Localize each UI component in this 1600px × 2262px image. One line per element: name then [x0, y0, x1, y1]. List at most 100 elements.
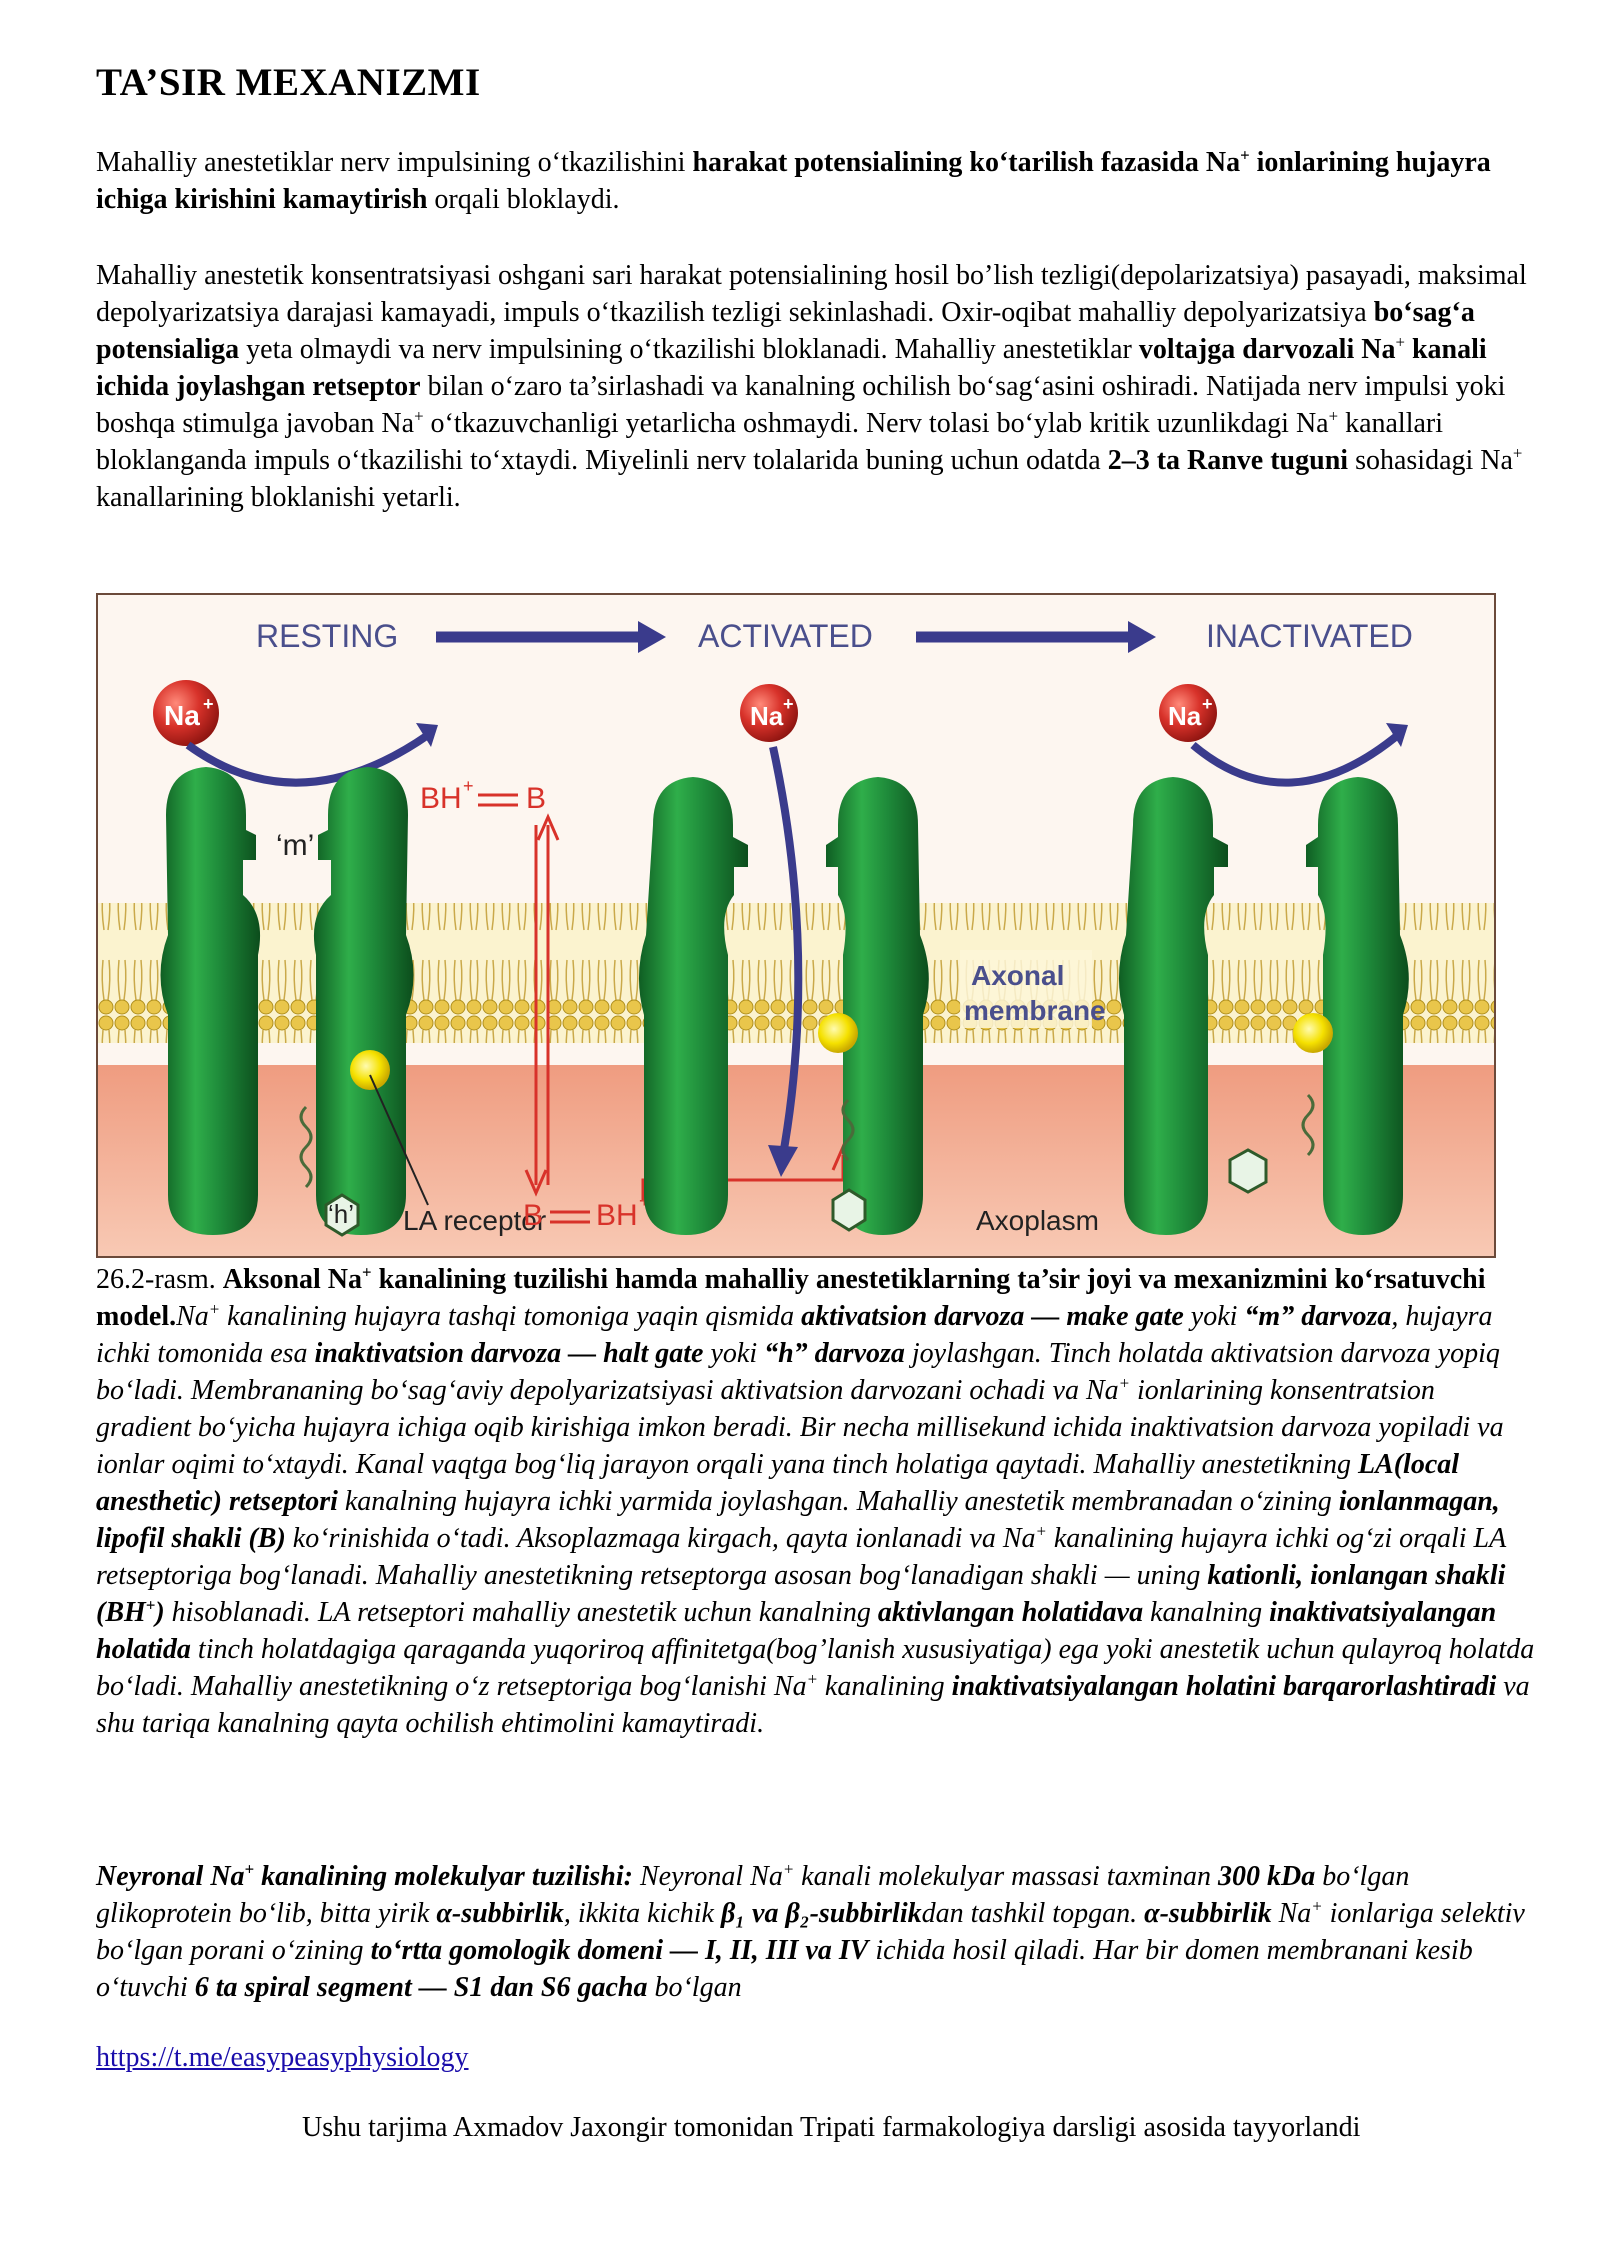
channel-subunit-left — [1118, 777, 1228, 1235]
text-run: kanalining hujayra ichki og‘zi orqali LA… — [96, 1523, 1506, 1591]
arrow-head — [416, 723, 438, 747]
superscript-plus: + — [1512, 443, 1523, 463]
sodium-ion — [740, 684, 798, 742]
stage-label-resting: RESTING — [256, 618, 398, 654]
equilibrium-top — [478, 793, 518, 807]
text-run: Mahalliy anestetik konsentratsiyasi oshg… — [96, 260, 1527, 328]
text-run: bilan o‘zaro ta’sirlashadi va kanalning … — [96, 371, 1506, 439]
bh-bottom-label: BH — [596, 1199, 638, 1232]
diffusion-arrow-down — [524, 1169, 548, 1197]
bold-run: inaktivatsion darvoza — halt gate — [314, 1338, 704, 1369]
text-run: o‘tkazuvchanligi yetarlicha oshmaydi. Ne… — [423, 408, 1329, 439]
bold-run: aktivlangan holatidava — [877, 1597, 1144, 1628]
ion-charge: + — [783, 694, 794, 714]
channel-resting: Na + ‘m’ ‘h’ LA receptor — [153, 680, 546, 1237]
ion-charge: + — [203, 694, 214, 714]
bh-top-charge: + — [463, 776, 474, 796]
channel-diagram: RESTING ACTIVATED INACTIVATED Na + — [98, 595, 1494, 1256]
bold-run: LA(local anesthetic) retseptori — [96, 1449, 1460, 1517]
membrane-label: membrane — [964, 995, 1106, 1026]
h-gate-tether — [1301, 1093, 1315, 1157]
bold-run: ionlarining hujayra ichiga kirishini kam… — [96, 147, 1491, 215]
text-run: bo‘lgan glikoprotein bo‘lib, bitta yirik — [96, 1861, 1410, 1929]
bold-run: kationli, ionlangan shakli (BH — [96, 1560, 1506, 1628]
text-run: dan tashkil topgan. — [921, 1898, 1145, 1929]
superscript-plus: + — [1118, 1373, 1130, 1393]
superscript-plus: + — [244, 1859, 255, 1879]
bold-run: β₁ va β₂-subbirlik — [720, 1898, 922, 1929]
text-run: Neyronal Na — [632, 1861, 783, 1892]
sodium-channel-figure: RESTING ACTIVATED INACTIVATED Na + — [96, 593, 1496, 1258]
superscript-plus: + — [208, 1299, 221, 1319]
bold-run: 300 kDa — [1218, 1861, 1316, 1892]
text-run: yoki — [1183, 1301, 1245, 1332]
bold-run: Neyronal Na — [96, 1861, 245, 1892]
channel-subunit-right — [313, 767, 414, 1235]
arrow-head — [768, 1145, 798, 1177]
figure-caption: 26.2-rasm. Aksonal Na+ kanalining tuzili… — [96, 1261, 1536, 1742]
gate-m-label: ‘m’ — [276, 829, 314, 862]
text-run: kanallarining bloklanishi yetarli. — [96, 482, 461, 513]
paragraph-mechanism-intro: Mahalliy anestetiklar nerv impulsining o… — [96, 144, 1536, 218]
superscript-plus: + — [362, 1262, 372, 1282]
bold-run: “m” darvoza — [1244, 1301, 1392, 1332]
text-run: ionlariga selektiv bo‘lgan porani o‘zini… — [96, 1898, 1525, 1966]
text-run: hisoblanadi. LA retseptori mahalliy anes… — [164, 1597, 878, 1628]
superscript-plus: + — [145, 1595, 156, 1615]
axoplasm-region — [98, 1065, 1494, 1256]
text-run: kanallari bloklanganda impuls o‘tkazilis… — [96, 408, 1444, 476]
bold-run: ) — [155, 1597, 165, 1628]
ion-label: Na — [1168, 701, 1202, 731]
text-run: bo‘lgan — [647, 1972, 742, 2003]
bold-run: kanali ichida joylashgan retseptor — [96, 334, 1487, 402]
superscript-plus: + — [782, 1859, 795, 1879]
text-run: orqali bloklaydi. — [427, 184, 620, 215]
text-run: yeta olmaydi va nerv impulsining o‘tkazi… — [239, 334, 1139, 365]
bh-top-label: BH — [420, 782, 462, 815]
telegram-link[interactable]: https://t.me/easypeasyphysiology — [96, 2042, 469, 2073]
axonal-label: Axonal — [971, 960, 1064, 991]
b-top-label: B — [526, 782, 546, 815]
bold-run: inaktivatsiyalangan holatida — [96, 1597, 1497, 1665]
bold-run: aktivatsion darvoza — make gate — [801, 1301, 1184, 1332]
diffusion-arrow-up — [536, 813, 560, 841]
arrow-head — [1386, 723, 1408, 747]
stage-arrow-2-head — [1128, 621, 1156, 653]
text-run: , hujayra ichki tomonida esa — [96, 1301, 1493, 1369]
ion-influx-arrow — [769, 746, 803, 1156]
bold-run: to‘rtta gomologik domeni — I, II, III va… — [370, 1935, 869, 1966]
text-run: joylashgan. Tinch holatda aktivatsion da… — [96, 1338, 1500, 1406]
page-title: TA’SIR MEXANIZMI — [96, 61, 481, 104]
text-run: tinch holatdagiga qaraganda yuqoriroq af… — [96, 1634, 1535, 1702]
axoplasm-label: Axoplasm — [976, 1205, 1099, 1236]
h-gate-closed — [1228, 1148, 1268, 1194]
text-run: Mahalliy anestetiklar nerv impulsining o… — [96, 147, 693, 178]
superscript-plus: + — [1328, 406, 1339, 426]
h-gate — [324, 1193, 360, 1237]
bold-run: harakat potensialining ko‘tarilish fazas… — [692, 147, 1241, 178]
text-run: ko‘rinishida o‘tadi. Aksoplazmaga kirgac… — [285, 1523, 1036, 1554]
superscript-plus: + — [1395, 332, 1405, 352]
text-run: Na — [176, 1301, 209, 1332]
ion-deflect-arrow — [1190, 731, 1401, 787]
text-run: ichida hosil qiladi. Har bir domen membr… — [96, 1935, 1473, 2003]
bold-run: 2–3 ta Ranve tuguni — [1107, 445, 1349, 476]
stage-label-inactivated: INACTIVATED — [1206, 618, 1413, 654]
la-receptor-site — [350, 1050, 390, 1090]
translation-credit: Ushu tarjima Axmadov Jaxongir tomonidan … — [302, 2112, 1361, 2143]
text-run: , ikkita kichik — [563, 1898, 721, 1929]
h-gate-tether — [841, 1098, 855, 1162]
channel-subunit-left — [160, 767, 261, 1235]
ion-label: Na — [164, 700, 200, 731]
ion-deflect-arrow — [185, 731, 431, 787]
bold-run: inaktivatsiyalangan holatini barqarorlas… — [951, 1671, 1497, 1702]
bold-run: “h” darvoza — [764, 1338, 905, 1369]
ion-label: Na — [750, 701, 784, 731]
bold-run: kanalining molekulyar tuzilishi: — [254, 1861, 633, 1892]
sodium-ion — [1159, 684, 1217, 742]
text-run: sohasidagi Na — [1348, 445, 1513, 476]
paragraph-molecular-structure: Neyronal Na+ kanalining molekulyar tuzil… — [96, 1858, 1536, 2006]
caption-number: 26.2-rasm. — [96, 1264, 223, 1295]
superscript-plus: + — [414, 406, 424, 426]
leader-line — [369, 1074, 429, 1206]
